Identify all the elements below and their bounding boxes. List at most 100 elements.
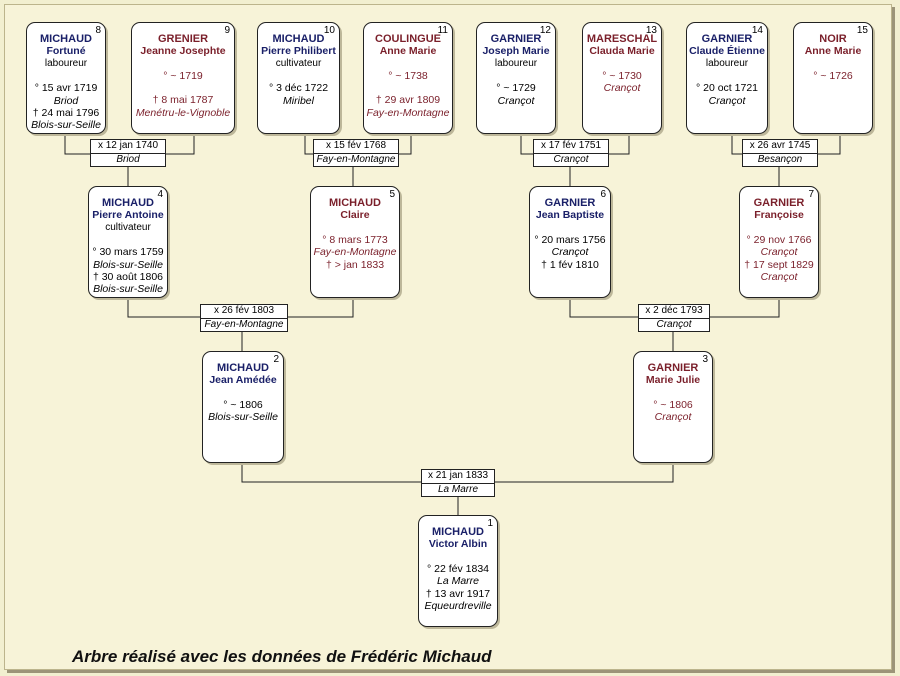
birth-place: Fay-en-Montagne bbox=[313, 246, 397, 259]
given-name: Victor Albin bbox=[428, 538, 488, 551]
occupation: laboureur bbox=[705, 57, 749, 69]
spacer bbox=[132, 58, 234, 70]
given-name: Claude Étienne bbox=[689, 45, 765, 58]
spacer bbox=[634, 387, 712, 399]
birth-place: Briod bbox=[53, 94, 79, 107]
spacer bbox=[687, 70, 767, 82]
person-number: 1 bbox=[487, 518, 493, 529]
occupation: cultivateur bbox=[275, 57, 322, 69]
death-place: Blois-sur-Seille bbox=[31, 119, 101, 132]
birth-date: ° ~ 1806 bbox=[223, 398, 263, 411]
given-name: Pierre Antoine bbox=[92, 209, 164, 222]
person-number: 11 bbox=[437, 25, 448, 36]
death-date: † 29 avr 1809 bbox=[375, 94, 441, 107]
death-date: † 17 sept 1829 bbox=[744, 258, 814, 271]
spacer bbox=[27, 70, 105, 82]
given-name: Fortuné bbox=[46, 45, 86, 58]
surname: COULINGUE bbox=[375, 33, 441, 45]
given-name: Clauda Marie bbox=[589, 45, 655, 58]
spacer bbox=[530, 222, 610, 234]
person-number: 8 bbox=[95, 25, 101, 36]
birth-place: Blois-sur-Seille bbox=[208, 411, 278, 424]
surname: GARNIER bbox=[544, 197, 596, 209]
person-number: 4 bbox=[157, 189, 163, 200]
occupation: laboureur bbox=[44, 57, 88, 69]
person-number: 13 bbox=[645, 25, 657, 36]
surname: MICHAUD bbox=[40, 33, 92, 45]
person-number: 5 bbox=[389, 189, 395, 200]
person-number: 2 bbox=[273, 354, 279, 365]
death-place: Fay-en-Montagne bbox=[366, 106, 450, 119]
surname: GARNIER bbox=[701, 33, 753, 45]
death-date: † 8 mai 1787 bbox=[152, 94, 214, 107]
spacer bbox=[740, 222, 818, 234]
birth-place: Crançot bbox=[760, 246, 798, 259]
given-name: Françoise bbox=[754, 209, 804, 222]
marriage-place: Fay-en-Montagne bbox=[316, 153, 396, 165]
birth-date: ° 8 mars 1773 bbox=[322, 233, 388, 246]
birth-date: ° 3 déc 1722 bbox=[268, 82, 329, 95]
marriage-date: x 15 fév 1768 bbox=[314, 140, 398, 154]
person-number: 6 bbox=[600, 189, 606, 200]
death-place: Crançot bbox=[760, 271, 798, 284]
person-number: 12 bbox=[539, 25, 551, 36]
spacer bbox=[311, 222, 399, 234]
birth-date: ° ~ 1738 bbox=[388, 69, 428, 82]
surname: GARNIER bbox=[647, 362, 699, 374]
surname: MICHAUD bbox=[329, 197, 381, 209]
spacer bbox=[583, 58, 661, 70]
given-name: Jean Baptiste bbox=[535, 209, 605, 222]
occupation: laboureur bbox=[494, 57, 538, 69]
marriage-place: Crançot bbox=[656, 318, 692, 330]
marriage-date: x 17 fév 1751 bbox=[534, 140, 608, 154]
given-name: Claire bbox=[340, 209, 370, 222]
spacer bbox=[794, 58, 872, 70]
spacer bbox=[258, 70, 339, 82]
birth-date: ° 30 mars 1759 bbox=[92, 246, 164, 259]
marriage-date: x 26 avr 1745 bbox=[743, 140, 817, 154]
marriage-date: x 26 fév 1803 bbox=[201, 305, 287, 319]
marriage-place: Briod bbox=[116, 153, 140, 165]
birth-place: Crançot bbox=[708, 94, 746, 107]
birth-date: ° 20 oct 1721 bbox=[696, 82, 758, 95]
occupation: cultivateur bbox=[105, 221, 151, 233]
spacer bbox=[364, 82, 452, 94]
birth-date: ° ~ 1806 bbox=[653, 398, 693, 411]
person-number: 7 bbox=[808, 189, 814, 200]
surname: GARNIER bbox=[490, 33, 542, 45]
birth-date: ° ~ 1726 bbox=[813, 69, 853, 82]
surname: MICHAUD bbox=[102, 197, 154, 209]
death-date: † 1 fév 1810 bbox=[541, 258, 599, 271]
surname: NOIR bbox=[819, 33, 847, 45]
birth-place: Crançot bbox=[497, 94, 535, 107]
surname: GARNIER bbox=[753, 197, 805, 209]
birth-place: Crançot bbox=[654, 411, 692, 424]
given-name: Anne Marie bbox=[379, 45, 437, 58]
birth-date: ° 29 nov 1766 bbox=[746, 233, 812, 246]
marriage-place: Besançon bbox=[757, 153, 803, 165]
birth-date: ° 15 avr 1719 bbox=[34, 82, 98, 95]
spacer bbox=[794, 82, 872, 94]
death-place: Menétru-le-Vignoble bbox=[135, 106, 231, 119]
death-place: Blois-sur-Seille bbox=[93, 283, 163, 296]
person-number: 14 bbox=[751, 25, 763, 36]
